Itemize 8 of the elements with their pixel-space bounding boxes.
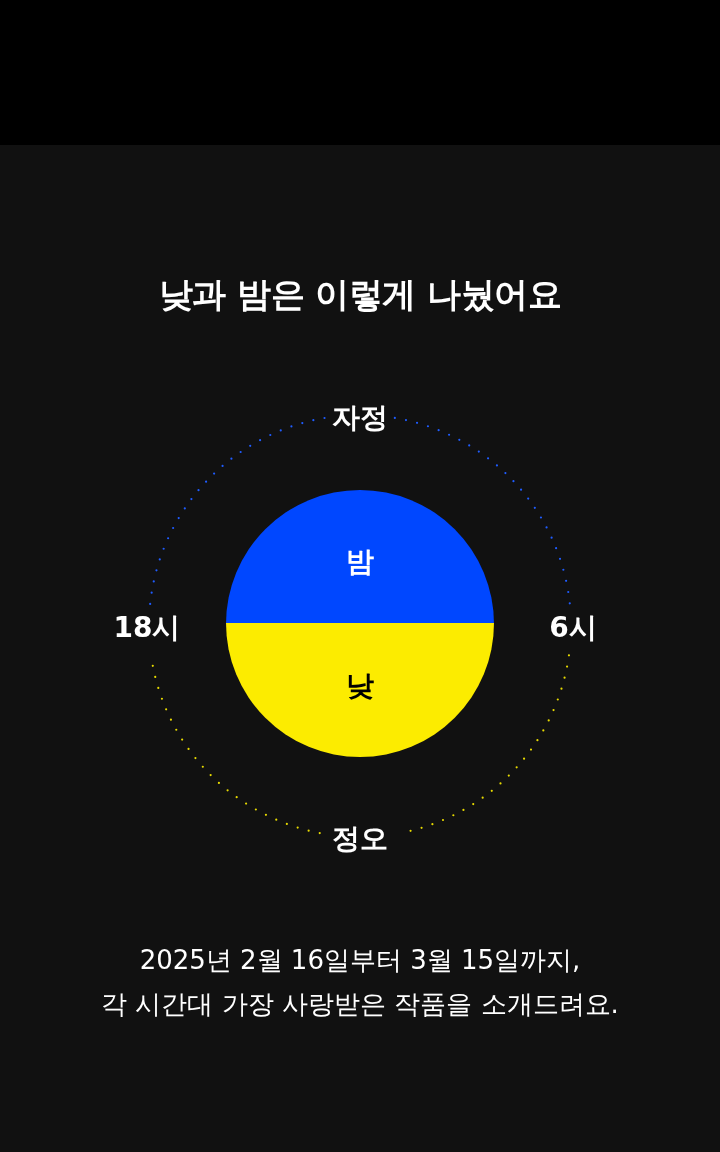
caption: 2025년 2월 16일부터 3월 15일까지, 각 시간대 가장 사랑받은 작품을 소개드려요. — [101, 944, 619, 1021]
clock-label: 18시 — [113, 610, 181, 646]
clock-label: 정오 — [332, 821, 388, 857]
clock-label: 6시 — [549, 610, 597, 646]
period-label: 밤 — [346, 544, 374, 580]
title: 낮과 밤은 이렇게 나눴어요 — [158, 273, 562, 316]
clock-label: 자정 — [332, 400, 388, 436]
period-label: 낮 — [346, 668, 374, 704]
